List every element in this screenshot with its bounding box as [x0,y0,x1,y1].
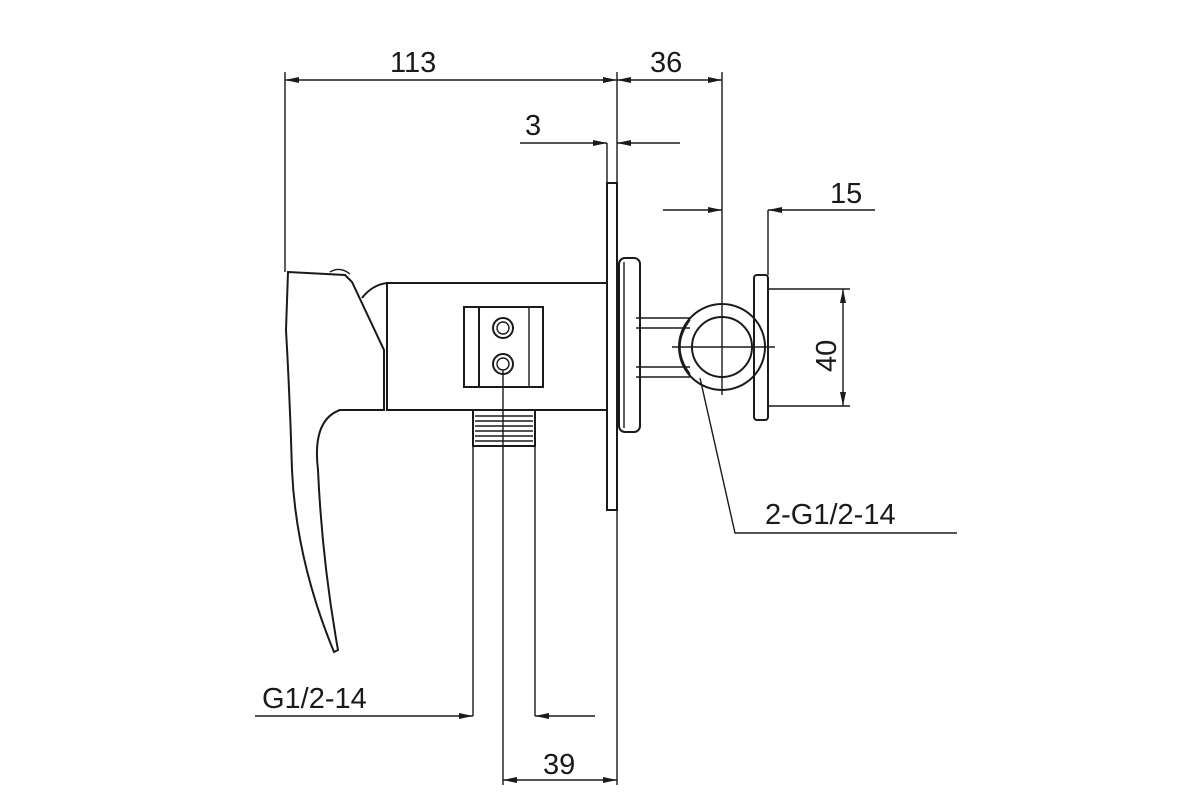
dimension-40: 40 [768,288,850,407]
outlet-thread-callout: 2-G1/2-14 [699,377,957,534]
inlet-thread-callout: G1/2-14 [255,683,595,719]
dimension-36: 36 [617,47,723,395]
dimension-15: 15 [663,178,875,275]
inlet-thread-label: G1/2-14 [262,683,367,715]
dimension-label-36: 36 [650,47,682,79]
flange [618,257,641,433]
valve-body [361,282,608,411]
lever-handle [284,270,385,654]
dimension-label-3: 3 [525,110,541,142]
outlet-thread-label: 2-G1/2-14 [765,499,896,531]
screw-icon [492,317,514,339]
outlet-fitting [672,274,775,421]
dimension-label-40: 40 [811,340,843,372]
dimension-39: 39 [503,749,617,783]
dimension-113: 113 [284,47,618,785]
dimension-label-113: 113 [390,47,436,79]
dimension-label-39: 39 [543,749,575,781]
outlet-pipe [636,317,690,378]
dimension-3: 3 [520,110,680,183]
dimension-label-15: 15 [830,178,862,210]
wall-plate [606,182,618,511]
inlet-thread [472,370,536,785]
